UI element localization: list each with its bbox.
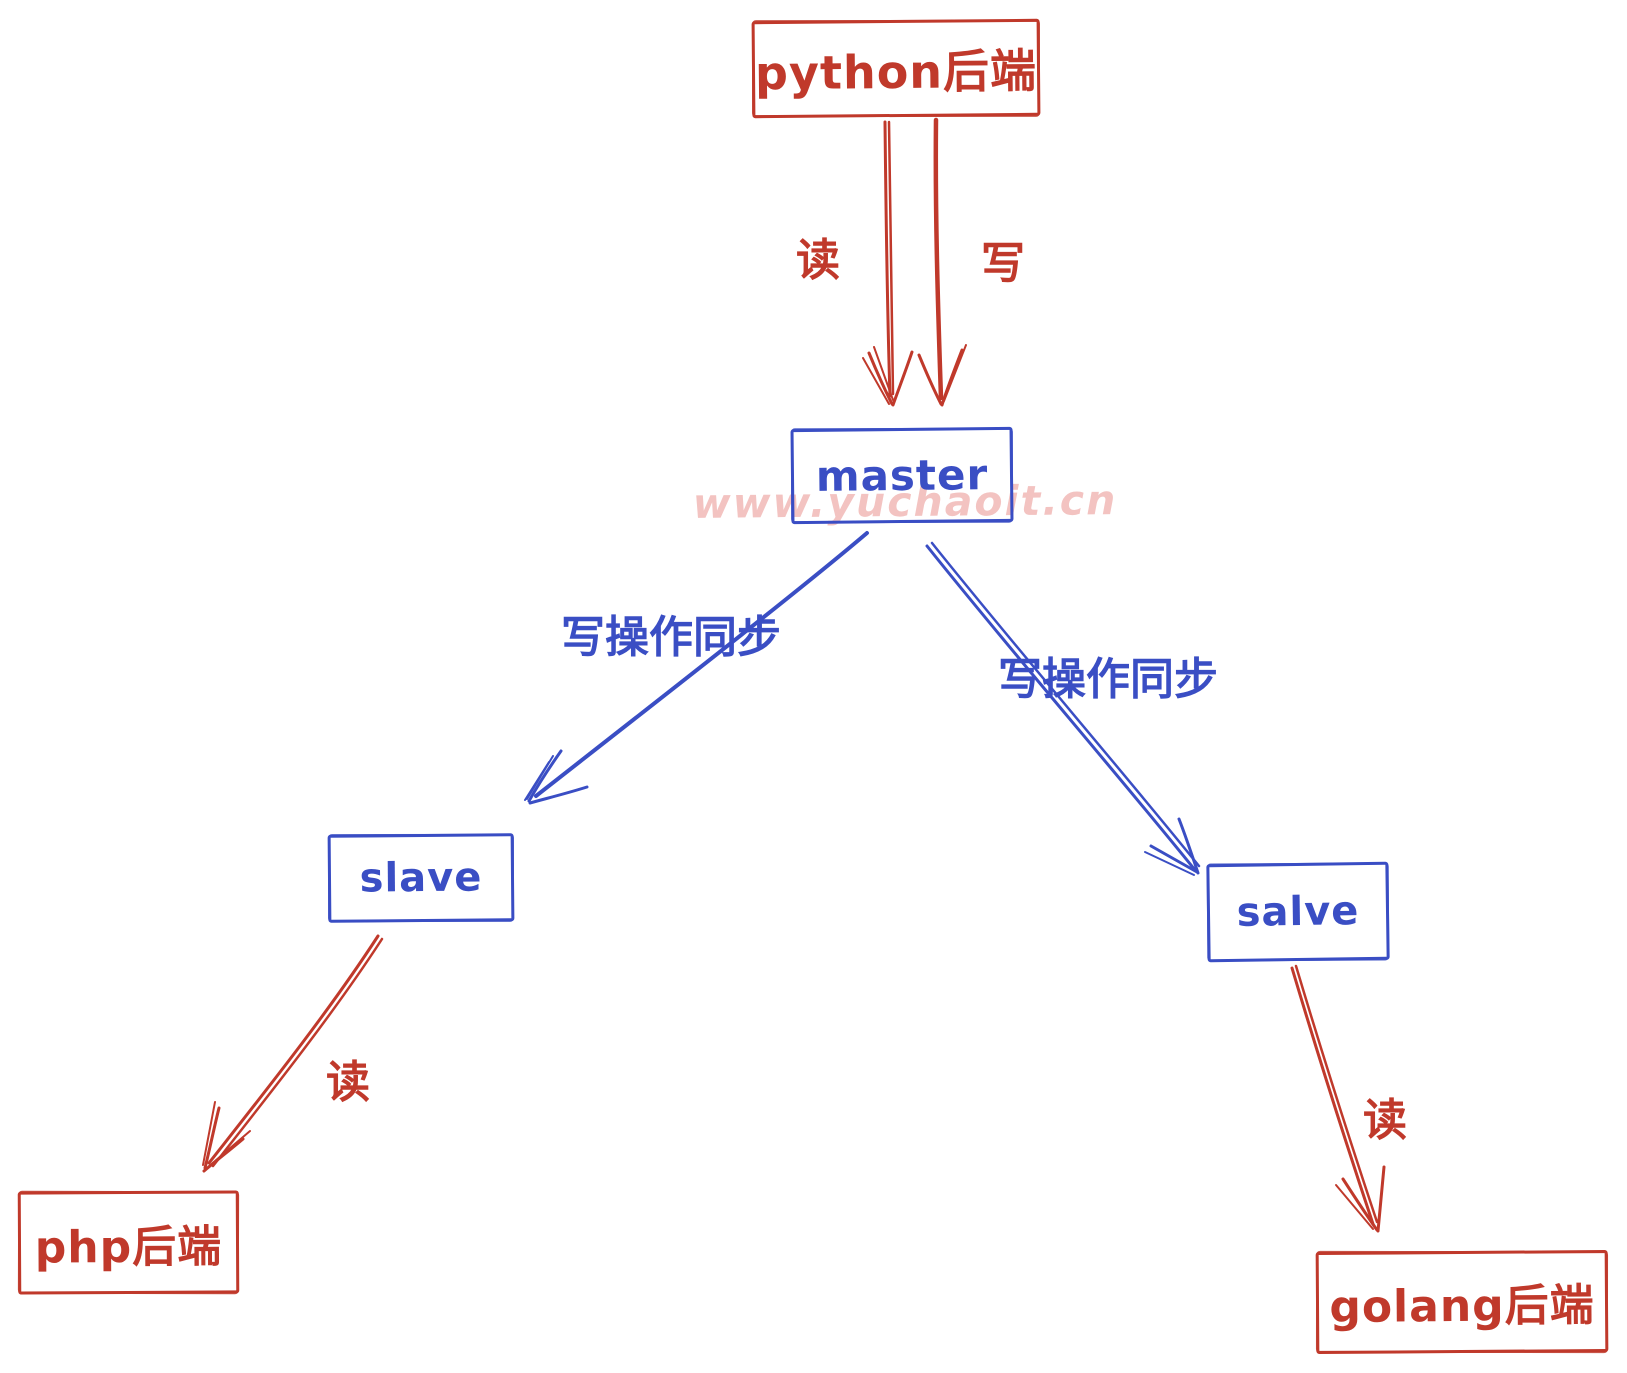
edge-label-read-salve-golang: 读 <box>1363 1095 1407 1146</box>
arrow-python-master-write <box>917 117 967 407</box>
arrow-salve-golang-read <box>1290 964 1386 1233</box>
edge-label-read-slave-php: 读 <box>326 1057 370 1108</box>
arrow-master-salve-sync <box>925 541 1201 876</box>
arrow-slave-php-read <box>202 934 384 1173</box>
node-master: master <box>790 426 1014 525</box>
node-python-backend: python后端 <box>751 18 1041 119</box>
arrow-master-slave-sync <box>524 531 869 805</box>
edge-label-sync-master-salve: 写操作同步 <box>998 654 1218 705</box>
node-slave-label: slave <box>359 854 483 902</box>
node-python-backend-label: python后端 <box>754 43 1038 100</box>
node-golang-backend: golang后端 <box>1315 1249 1609 1355</box>
node-salve-label: salve <box>1236 888 1360 936</box>
arrow-python-master-read <box>862 120 914 407</box>
node-master-label: master <box>815 450 989 501</box>
edge-label-sync-master-slave: 写操作同步 <box>561 612 781 663</box>
node-php-backend-label: php后端 <box>34 1221 223 1273</box>
node-golang-backend-label: golang后端 <box>1329 1280 1595 1333</box>
node-slave: slave <box>327 833 515 923</box>
edge-label-write-python-master: 写 <box>981 238 1025 289</box>
node-salve: salve <box>1206 861 1390 963</box>
node-php-backend: php后端 <box>17 1190 240 1295</box>
edge-label-read-python-master: 读 <box>796 235 840 286</box>
